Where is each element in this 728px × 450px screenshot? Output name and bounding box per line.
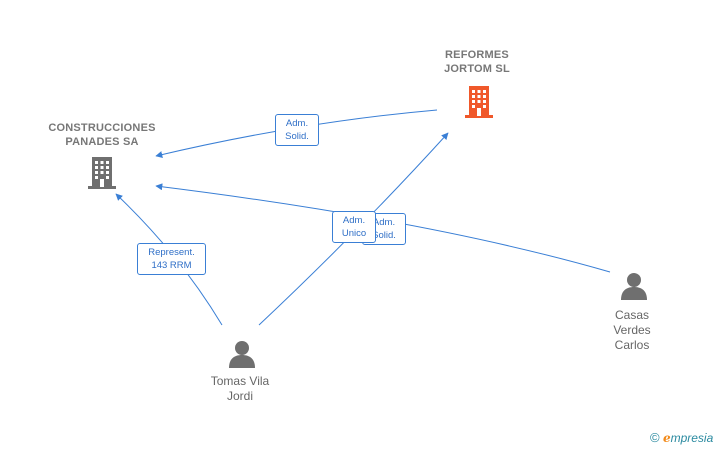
empresia-watermark: © empresia: [650, 430, 713, 445]
company-construcciones-title[interactable]: CONSTRUCCIONES PANADES SA: [48, 122, 156, 148]
person-casas-title[interactable]: Casas Verdes Carlos: [613, 308, 651, 352]
person-icon[interactable]: [227, 339, 257, 369]
edge-label-tomas-construcciones[interactable]: Represent. 143 RRM: [137, 243, 206, 275]
copyright-symbol: ©: [650, 430, 660, 445]
brand-initial: e: [662, 431, 671, 445]
edge-casas-to-construcciones: [155, 183, 611, 273]
person-tomas-title[interactable]: Tomas Vila Jordi: [210, 374, 270, 403]
company-reformes-title[interactable]: REFORMES JORTOM SL: [444, 49, 510, 75]
building-icon[interactable]: [86, 155, 118, 189]
person-icon[interactable]: [619, 271, 649, 301]
edge-label-tomas-reformes[interactable]: Adm. Unico: [332, 211, 376, 243]
edge-label-reformes-construcciones[interactable]: Adm. Solid.: [275, 114, 319, 146]
building-icon[interactable]: [463, 84, 495, 118]
brand-name: mpresia: [670, 431, 714, 445]
